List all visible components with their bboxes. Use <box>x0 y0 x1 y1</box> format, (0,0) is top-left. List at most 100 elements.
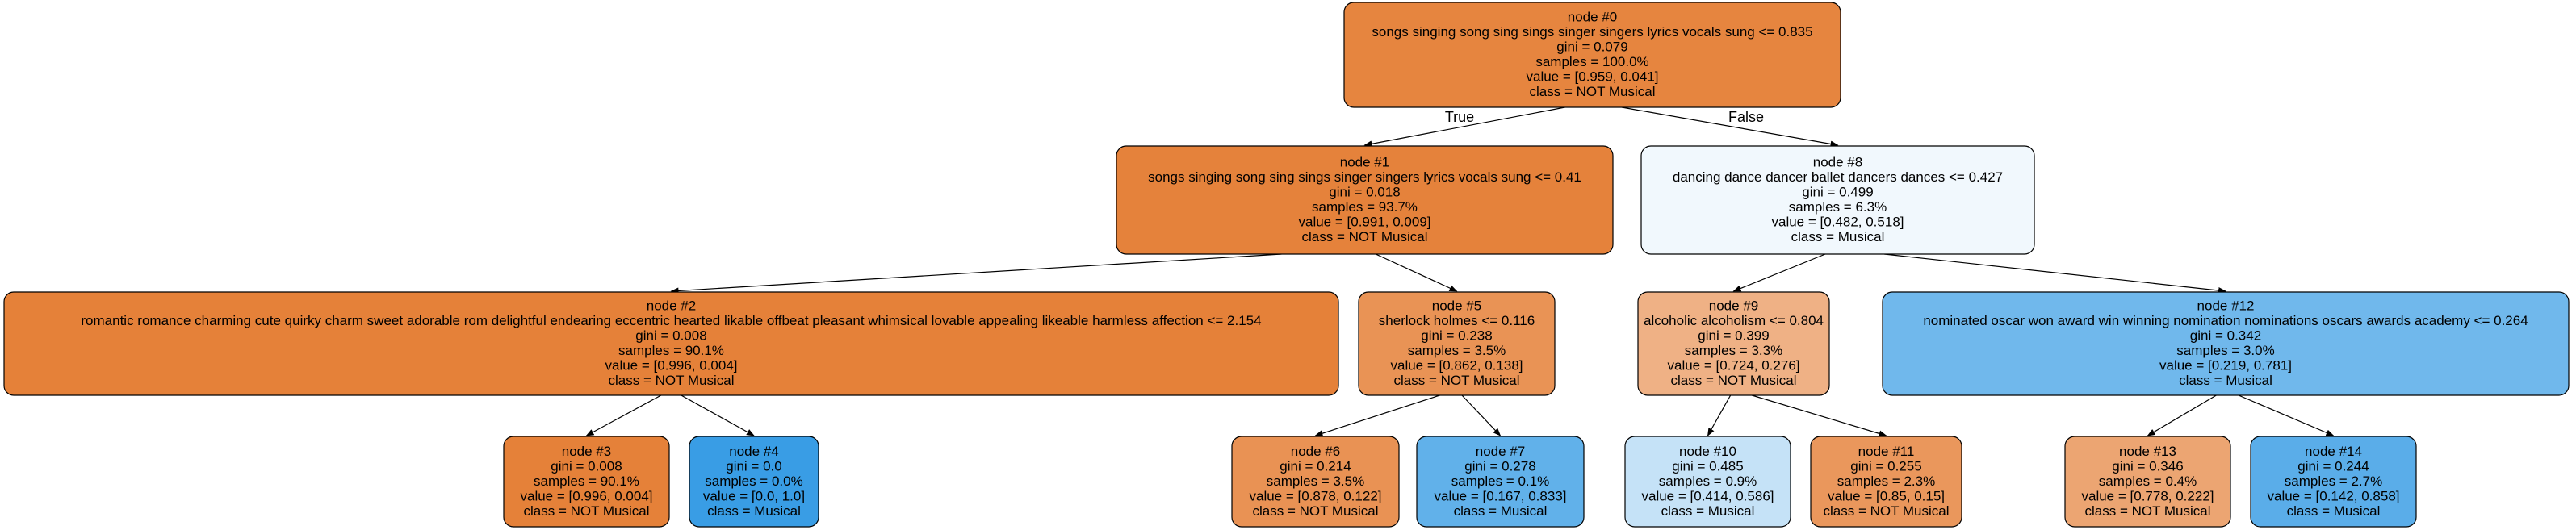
node-line: samples = 3.5% <box>1408 343 1506 358</box>
edge-5-to-6 <box>1314 394 1440 437</box>
edge-5-to-7 <box>1461 394 1502 436</box>
node-title: node #11 <box>1858 444 1915 459</box>
node-title: node #6 <box>1291 444 1340 459</box>
node-title: node #10 <box>1679 444 1736 459</box>
node-title: node #5 <box>1432 298 1481 314</box>
node-box <box>1637 291 1830 396</box>
node-box <box>1624 436 1791 528</box>
node-line: gini = 0.244 <box>2297 458 2369 474</box>
node-title: node #1 <box>1340 155 1389 170</box>
node-line: class = NOT Musical <box>1823 503 1949 519</box>
node-line: class = Musical <box>2179 373 2272 388</box>
node-line: samples = 2.3% <box>1837 474 1935 489</box>
node-line: class = Musical <box>1454 503 1548 519</box>
node-line: dancing dance dancer ballet dancers danc… <box>1673 169 2003 185</box>
node-line: class = NOT Musical <box>1393 373 1519 388</box>
node-box <box>1640 145 2035 255</box>
node-line: class = Musical <box>2287 503 2381 519</box>
node-line: gini = 0.346 <box>2112 458 2183 474</box>
node-box <box>689 436 819 528</box>
node-line: value = [0.482, 0.518] <box>1772 215 1904 230</box>
node-line: samples = 6.3% <box>1789 199 1887 215</box>
edge-0-to-8 <box>1621 106 1839 148</box>
edge-1-to-2 <box>670 253 1282 294</box>
node-box <box>1343 2 1841 108</box>
node-title: node #7 <box>1476 444 1525 459</box>
node-box <box>2250 436 2417 528</box>
node-line: gini = 0.342 <box>2190 328 2261 344</box>
node-line: samples = 0.0% <box>705 474 802 489</box>
node-line: gini = 0.499 <box>1802 185 1873 200</box>
node-line: class = NOT Musical <box>523 503 649 519</box>
node-line: value = [0.878, 0.122] <box>1250 488 1382 503</box>
node-line: value = [0.862, 0.138] <box>1391 358 1523 374</box>
node-box <box>1416 436 1585 528</box>
node-title: node #3 <box>562 444 611 459</box>
node-line: nominated oscar won award win winning no… <box>1923 313 2528 328</box>
node-title: node #13 <box>2119 444 2176 459</box>
node-line: gini = 0.238 <box>1421 328 1492 344</box>
node-line: samples = 2.7% <box>2285 474 2382 489</box>
node-line: songs singing song sing sings singer sin… <box>1148 169 1581 185</box>
node-line: class = NOT Musical <box>1252 503 1378 519</box>
node-line: samples = 100.0% <box>1535 54 1648 69</box>
node-line: gini = 0.079 <box>1556 40 1627 55</box>
node-line: samples = 3.5% <box>1267 474 1364 489</box>
node-line: songs singing song sing sings singer sin… <box>1372 24 1812 40</box>
node-line: samples = 0.4% <box>2099 474 2197 489</box>
node-box <box>2064 436 2231 528</box>
node-line: value = [0.142, 0.858] <box>2268 488 2400 503</box>
node-line: value = [0.85, 0.15] <box>1828 488 1945 503</box>
node-line: romantic romance charming cute quirky ch… <box>81 313 1261 328</box>
edge-9-to-10 <box>1707 394 1732 436</box>
node-line: value = [0.996, 0.004] <box>521 488 653 503</box>
edge-label-true: True <box>1445 109 1474 125</box>
node-line: value = [0.991, 0.009] <box>1299 215 1431 230</box>
edge-label-false: False <box>1728 109 1764 125</box>
node-line: gini = 0.008 <box>635 328 706 344</box>
node-line: samples = 3.3% <box>1685 343 1782 358</box>
node-line: value = [0.219, 0.781] <box>2159 358 2292 374</box>
node-line: gini = 0.214 <box>1280 458 1351 474</box>
node-line: value = [0.996, 0.004] <box>605 358 738 374</box>
node-line: gini = 0.399 <box>1698 328 1769 344</box>
node-title: node #0 <box>1568 10 1617 25</box>
node-line: value = [0.414, 0.586] <box>1642 488 1774 503</box>
node-line: class = NOT Musical <box>2084 503 2210 519</box>
node-box <box>1231 436 1400 528</box>
node-line: samples = 0.1% <box>1451 474 1549 489</box>
node-line: gini = 0.008 <box>551 458 622 474</box>
node-line: samples = 90.1% <box>534 474 639 489</box>
edge-0-to-1 <box>1363 106 1565 148</box>
node-box <box>3 291 1339 396</box>
node-title: node #2 <box>647 298 696 314</box>
node-title: node #9 <box>1709 298 1758 314</box>
node-title: node #8 <box>1813 155 1862 170</box>
node-line: samples = 93.7% <box>1312 199 1418 215</box>
node-line: sherlock holmes <= 0.116 <box>1379 313 1535 328</box>
node-title: node #12 <box>2197 298 2255 314</box>
node-line: value = [0.778, 0.222] <box>2082 488 2214 503</box>
node-line: class = NOT Musical <box>608 373 734 388</box>
node-line: gini = 0.278 <box>1464 458 1535 474</box>
edge-12-to-13 <box>2147 394 2217 436</box>
node-line: value = [0.167, 0.833] <box>1435 488 1567 503</box>
node-line: class = NOT Musical <box>1301 229 1427 244</box>
